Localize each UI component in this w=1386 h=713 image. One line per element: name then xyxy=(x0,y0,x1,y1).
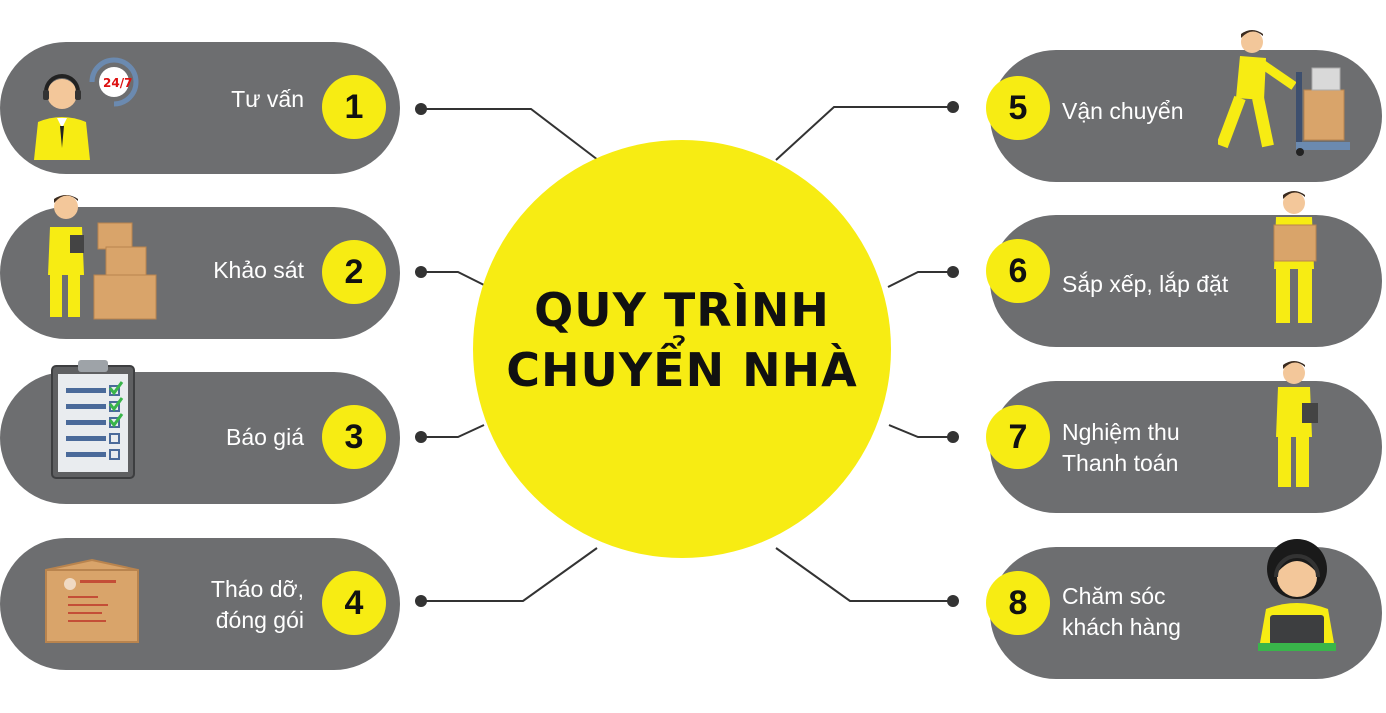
operator-with-laptop-icon xyxy=(1252,533,1342,659)
step-number: 1 xyxy=(322,75,386,139)
clipboard-checklist-icon xyxy=(48,358,138,480)
step-number: 6 xyxy=(986,239,1050,303)
step-label-line: Vận chuyển xyxy=(1062,98,1184,124)
step-label: Vận chuyển xyxy=(1062,96,1183,127)
step-label: Nghiệm thu Thanh toán xyxy=(1062,417,1180,479)
connector-dot-4 xyxy=(415,595,427,607)
step-label-line: Tư vấn xyxy=(231,86,304,112)
connector-1 xyxy=(421,108,599,161)
step-label-line: Tháo dỡ, xyxy=(210,576,304,602)
step-label-line: Báo giá xyxy=(225,424,304,450)
connector-dot-6 xyxy=(947,266,959,278)
step-label: Tháo dỡ, đóng gói xyxy=(211,574,304,636)
center-circle: QUY TRÌNH CHUYỂN NHÀ xyxy=(473,140,891,558)
connector-8 xyxy=(775,547,953,602)
step-label-line: Nghiệm thu xyxy=(1062,419,1180,445)
connector-dot-7 xyxy=(947,431,959,443)
connector-dot-5 xyxy=(947,101,959,113)
step-label-line: Sắp xếp, lắp đặt xyxy=(1062,271,1229,297)
step-label-line: Khảo sát xyxy=(213,257,304,283)
title-line: CHUYỂN NHÀ xyxy=(506,343,858,397)
step-label: Báo giá xyxy=(226,422,304,453)
svg-text:24/7: 24/7 xyxy=(103,76,132,90)
connector-2 xyxy=(421,271,487,287)
step-7: 7 Nghiệm thu Thanh toán xyxy=(986,361,1382,513)
step-label: Tư vấn xyxy=(231,84,304,115)
connector-7 xyxy=(888,424,953,438)
step-3: Báo giá 3 xyxy=(0,360,400,504)
step-number: 3 xyxy=(322,405,386,469)
step-label-line: Thanh toán xyxy=(1062,450,1179,476)
step-5: 5 Vận chuyển xyxy=(986,30,1382,182)
step-number: 7 xyxy=(986,405,1050,469)
worker-with-boxes-icon xyxy=(40,187,160,327)
connector-4 xyxy=(421,547,598,602)
step-number: 8 xyxy=(986,571,1050,635)
cardboard-box-icon xyxy=(42,558,142,646)
step-8: 8 Chăm sóc khách hàng xyxy=(986,539,1382,679)
diagram-title: QUY TRÌNH CHUYỂN NHÀ xyxy=(473,280,891,400)
title-line: QUY TRÌNH xyxy=(534,283,830,337)
customer-support-24-7-icon: 24/7 xyxy=(30,56,140,160)
step-6: 6 Sắp xếp, lắp đặt xyxy=(986,191,1382,347)
worker-with-clipboard-icon xyxy=(1266,359,1332,491)
connector-3 xyxy=(421,424,485,438)
connector-5 xyxy=(775,106,953,161)
step-number: 4 xyxy=(322,571,386,635)
connector-6 xyxy=(887,271,953,288)
worker-pushing-cart-icon xyxy=(1216,28,1352,156)
step-number: 2 xyxy=(322,240,386,304)
step-label: Sắp xếp, lắp đặt xyxy=(1062,269,1228,300)
worker-carrying-box-icon xyxy=(1260,189,1330,329)
step-label: Khảo sát xyxy=(213,255,304,286)
connector-dot-1 xyxy=(415,103,427,115)
step-label-line: Chăm sóc xyxy=(1062,583,1166,609)
connector-dot-2 xyxy=(415,266,427,278)
step-label-line: đóng gói xyxy=(215,607,304,633)
connector-dot-8 xyxy=(947,595,959,607)
step-2: Khảo sát 2 xyxy=(0,195,400,339)
connector-dot-3 xyxy=(415,431,427,443)
step-label-line: khách hàng xyxy=(1062,614,1181,640)
step-label: Chăm sóc khách hàng xyxy=(1062,581,1181,643)
step-number: 5 xyxy=(986,76,1050,140)
step-4: Tháo dỡ, đóng gói 4 xyxy=(0,538,400,670)
step-1: 24/7 Tư vấn 1 xyxy=(0,42,400,174)
